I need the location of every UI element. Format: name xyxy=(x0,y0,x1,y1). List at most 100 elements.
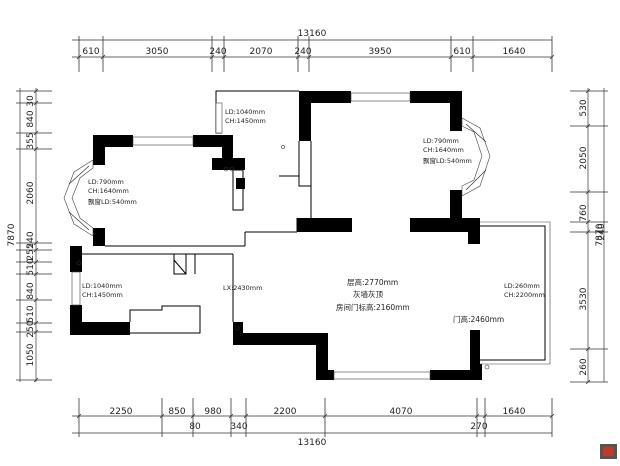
dimension-tick xyxy=(448,54,454,60)
left-dimension-chain: 7870 30 840 355 2060 240 255 510 840 510… xyxy=(7,88,52,383)
bottom-dim-8: 340 xyxy=(230,422,247,432)
pipe-icon xyxy=(76,260,82,266)
top-dim-8: 1640 xyxy=(503,47,526,57)
dimension-tick xyxy=(221,54,227,60)
pipe-icon xyxy=(234,325,240,331)
dimension-tick xyxy=(33,377,39,383)
dimension-tick xyxy=(33,247,39,253)
dimension-tick xyxy=(549,413,555,419)
top-dim-2: 3050 xyxy=(146,47,169,57)
left-dim-10: 250 xyxy=(26,320,36,337)
dimension-tick xyxy=(585,189,591,195)
annotations: LD:1040mm CH:1450mm LD:790mm CH:1640mm 飘… xyxy=(82,108,545,324)
room-door-height-label: 房间门标高:2160mm xyxy=(336,302,410,312)
left-dim-6: 255 xyxy=(26,243,36,260)
left-dim-7: 510 xyxy=(26,258,36,275)
lx-label: LX:2430mm xyxy=(223,284,262,292)
right-dimension-chain: 7870 530 2050 760 240 3530 260 xyxy=(570,88,608,385)
dimension-tick xyxy=(470,54,476,60)
right-dim-6: 260 xyxy=(579,358,589,375)
dimension-tick xyxy=(474,413,480,419)
dimension-tick xyxy=(585,229,591,235)
dimension-tick xyxy=(549,54,555,60)
dimension-tick xyxy=(33,130,39,136)
top-dim-5: 240 xyxy=(294,47,311,57)
dimension-tick xyxy=(295,54,301,60)
dimension-tick xyxy=(33,146,39,152)
window-left-ch: CH:1450mm xyxy=(82,291,123,299)
bottom-total-label: 13160 xyxy=(298,438,327,448)
left-dim-8: 840 xyxy=(26,282,36,299)
left-dim-9: 510 xyxy=(26,305,36,322)
dimension-tick xyxy=(585,123,591,129)
dimension-tick xyxy=(482,413,488,419)
window-right-ld: LD:260mm xyxy=(504,282,540,290)
bottom-dim-2: 850 xyxy=(168,407,185,417)
left-dim-2: 840 xyxy=(26,110,36,127)
top-dim-3: 240 xyxy=(209,47,226,57)
ceiling-point-icon xyxy=(281,145,285,149)
dimension-tick xyxy=(306,54,312,60)
dimension-tick xyxy=(76,413,82,419)
dimension-tick xyxy=(33,320,39,326)
dimension-tick xyxy=(159,413,165,419)
dimension-tick xyxy=(585,219,591,225)
door-height-label: 门高:2460mm xyxy=(453,314,504,324)
fixtures xyxy=(76,145,490,370)
window-right-ch: CH:2200mm xyxy=(504,291,545,299)
dimension-tick xyxy=(585,88,591,94)
bottom-dim-4: 2200 xyxy=(274,407,297,417)
left-dim-11: 1050 xyxy=(26,343,36,366)
pipe-icon xyxy=(223,166,229,172)
left-dim-4: 2060 xyxy=(26,181,36,204)
bay-left-ch: CH:1640mm xyxy=(88,187,129,195)
right-dim-3: 760 xyxy=(579,204,589,221)
dimension-tick xyxy=(209,54,215,60)
bay-window-right xyxy=(461,117,491,197)
dimension-tick xyxy=(585,346,591,352)
right-dim-1: 530 xyxy=(579,99,589,116)
dimension-tick xyxy=(585,379,591,385)
bottom-dim-5: 4070 xyxy=(390,407,413,417)
bay-left-ld: LD:790mm xyxy=(88,178,124,186)
dimension-tick xyxy=(190,413,196,419)
bottom-dim-6: 1640 xyxy=(503,407,526,417)
top-dimension-chain: 13160 610 3050 240 2070 240 3950 610 164… xyxy=(72,29,555,72)
ceiling-label: 灰墙灰顶 xyxy=(353,289,383,299)
dimension-tick xyxy=(33,100,39,106)
window-top-ld: LD:1040mm xyxy=(225,108,265,116)
top-dim-1: 610 xyxy=(82,47,99,57)
bay-right-ld: LD:790mm xyxy=(423,137,459,145)
top-dim-7: 610 xyxy=(453,47,470,57)
right-dim-2: 2050 xyxy=(579,146,589,169)
bottom-dim-1: 2250 xyxy=(110,407,133,417)
dimension-tick xyxy=(322,413,328,419)
pipe-icon xyxy=(229,166,235,172)
dimension-tick xyxy=(243,413,249,419)
bay-left-note: 飘窗LD:540mm xyxy=(88,197,137,206)
dimension-tick xyxy=(100,54,106,60)
floor-height-label: 层高:2770mm xyxy=(347,277,398,287)
bottom-dimension-chain: 2250 850 980 2200 4070 1640 80 340 270 1… xyxy=(72,398,555,448)
dimension-tick xyxy=(33,240,39,246)
window-left-ld: LD:1040mm xyxy=(82,282,122,290)
dimension-tick xyxy=(228,413,234,419)
bottom-dim-9: 270 xyxy=(470,422,487,432)
dimension-tick xyxy=(33,259,39,265)
top-dim-6: 3950 xyxy=(369,47,392,57)
top-total-label: 13160 xyxy=(298,29,327,39)
left-total-label: 7870 xyxy=(7,223,17,246)
dimension-tick xyxy=(33,88,39,94)
dimension-tick xyxy=(33,329,39,335)
left-dim-1: 30 xyxy=(26,95,36,107)
bay-window-left xyxy=(63,159,94,237)
walls xyxy=(70,91,482,380)
bay-right-note: 飘窗LD:540mm xyxy=(423,156,472,165)
right-total-label: 7870 xyxy=(595,223,605,246)
dimension-tick xyxy=(33,271,39,277)
right-dim-4: 240 xyxy=(597,223,607,240)
left-dim-5: 240 xyxy=(26,231,36,248)
dimension-tick xyxy=(33,297,39,303)
bottom-dim-7: 80 xyxy=(189,422,201,432)
